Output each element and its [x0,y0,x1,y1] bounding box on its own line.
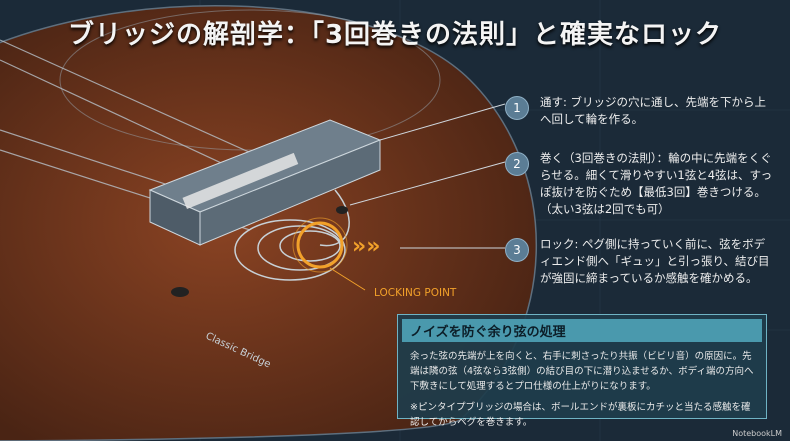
locking-point-marker [296,221,344,269]
note-box: ノイズを防ぐ余り弦の処理 余った弦の先端が上を向くと、右手に刺さったり共振（ビビ… [397,314,767,428]
step-number: 3 [505,238,529,262]
watermark: NotebookLM [732,429,782,438]
step-text: 巻く（3回巻きの法則）：輪の中に先端をくぐらせる。細くて滑りやすい1弦と4弦は、… [540,151,773,216]
chevrons-icon: »» [352,234,380,259]
locking-point-label: LOCKING POINT [374,287,457,299]
step-text: ロック: ペグ側に持っていく前に、弦をボディエンド側へ「ギュッ」と引っ張り、結び… [540,237,770,285]
note-heading: ノイズを防ぐ余り弦の処理 [402,319,762,342]
note-paragraph: ※ピンタイプブリッジの場合は、ボールエンドが裏板にカチッと当たる感触を確認してか… [410,402,751,428]
page-title: ブリッジの解剖学：「3回巻きの法則」と確実なロック [67,20,723,50]
step-number: 1 [505,96,529,120]
step-text: 通す: ブリッジの穴に通し、先端を下から上へ回して輪を作る。 [540,95,767,126]
step-1: 1 通す: ブリッジの穴に通し、先端を下から上へ回して輪を作る。 [505,94,775,128]
step-number: 2 [505,152,529,176]
step-2: 2 巻く（3回巻きの法則）：輪の中に先端をくぐらせる。細くて滑りやすい1弦と4弦… [505,150,775,218]
note-paragraph: 余った弦の先端が上を向くと、右手に刺さったり共振（ビビリ音）の原因に。先端は隣の… [410,351,754,392]
step-3: 3 ロック: ペグ側に持っていく前に、弦をボディエンド側へ「ギュッ」と引っ張り、… [505,236,775,287]
